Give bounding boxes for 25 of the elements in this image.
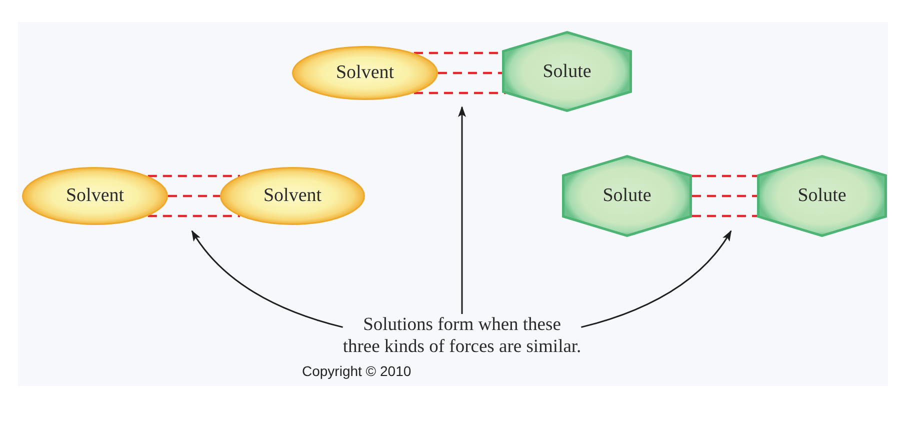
arrow xyxy=(581,230,732,328)
ellipse-node xyxy=(22,167,168,225)
node-label: Solvent xyxy=(66,185,124,206)
node-label: Solvent xyxy=(263,185,322,206)
ellipse-node xyxy=(292,46,438,100)
hexagon-node xyxy=(502,31,632,112)
dashed-line xyxy=(692,194,757,198)
copyright-text: Copyright © 2010 xyxy=(302,363,412,379)
hexagon-node xyxy=(562,155,692,237)
dashed-line xyxy=(414,92,506,94)
node-label: Solute xyxy=(798,185,846,206)
dashed-line xyxy=(692,174,757,178)
node-label: Solvent xyxy=(336,62,394,83)
dashed-line xyxy=(148,214,240,218)
note-text: Solutions form when these three kinds of forces are similar. xyxy=(342,314,582,358)
dashed-line xyxy=(692,214,757,218)
dashed-line xyxy=(438,72,502,74)
dashed-line xyxy=(148,174,240,178)
dashed-line xyxy=(168,194,220,198)
arrow xyxy=(191,230,343,328)
hexagon-node xyxy=(757,155,887,237)
node-label: Solute xyxy=(602,185,652,206)
node-label: Solute xyxy=(542,60,592,82)
ellipse-node xyxy=(220,167,365,225)
arrow xyxy=(458,106,466,314)
